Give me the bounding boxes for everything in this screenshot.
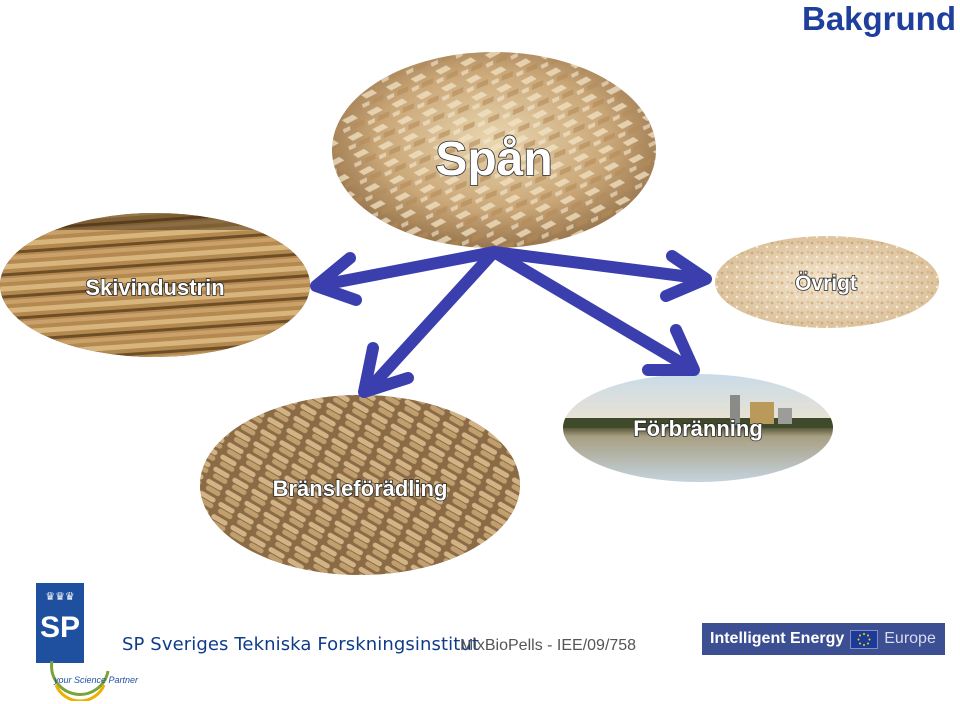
arrowhead-skivindustrin [310, 252, 362, 306]
org-name: SP Sveriges Tekniska Forskningsinstitut [122, 634, 480, 655]
ie-logo-text-2: Europe [884, 630, 936, 647]
sp-logo-text: SP [39, 611, 81, 644]
arrow-to-skivindustrin [316, 246, 500, 291]
node-forbranning: Förbränning [563, 374, 833, 482]
node-ovrigt: Övrigt [715, 236, 939, 328]
node-bransleforadling: Bränsleförädling [200, 395, 520, 575]
science-partner-badge [50, 660, 110, 701]
node-label-ovrigt: Övrigt [795, 272, 857, 295]
node-label-bransleforadling: Bränsleförädling [273, 476, 448, 501]
sp-logo-block: ♛♛♛ SP [36, 583, 84, 663]
node-label-skivindustrin: Skivindustrin [85, 275, 224, 300]
arrow-to-bransleforadling [364, 246, 500, 394]
arrow-to-forbranning [488, 246, 696, 374]
node-label-forbranning: Förbränning [633, 416, 763, 441]
arrowhead-bransleforadling [358, 342, 414, 398]
project-code: MixBioPells - IEE/09/758 [460, 637, 637, 654]
intelligent-energy-logo: Intelligent Energy Europe [702, 623, 945, 655]
crown-icon: ♛♛♛ [45, 590, 75, 603]
node-center-span: Spån [332, 52, 656, 248]
sp-tagline: your Science Partner [54, 675, 139, 685]
sp-logo: ♛♛♛ SP your Science Partner [36, 583, 138, 701]
ie-logo-text-1: Intelligent Energy [710, 630, 845, 647]
arrowhead-ovrigt [660, 250, 712, 302]
arrows [310, 246, 712, 398]
arrowhead-forbranning [642, 324, 700, 376]
eu-flag-icon [850, 629, 879, 649]
node-label-center: Spån [435, 133, 552, 186]
slide-title: Bakgrund [801, 0, 956, 37]
node-skivindustrin: Skivindustrin [0, 213, 310, 357]
arrow-to-ovrigt [488, 246, 704, 284]
